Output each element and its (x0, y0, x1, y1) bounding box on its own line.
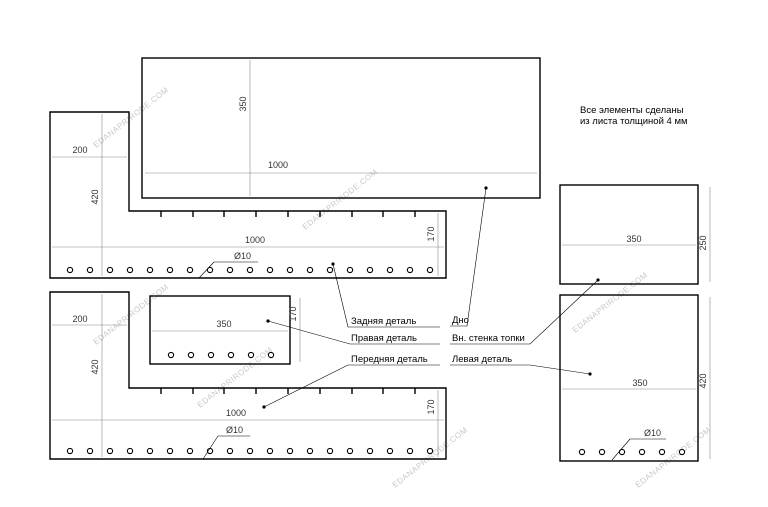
inner-wall-part: 350 250 (559, 184, 711, 285)
watermark: EDANAPRIRODE.COM (301, 167, 380, 231)
dim-200: 200 (72, 145, 87, 155)
holes-row (167, 351, 275, 359)
dim-420: 420 (90, 359, 100, 374)
dim-350: 350 (238, 96, 248, 111)
label-inner-wall: Вн. стенка топки (452, 333, 525, 344)
dim-420: 420 (698, 373, 708, 388)
label-right: Правая деталь (351, 333, 417, 344)
note-line2: из листа толщиной 4 мм (580, 116, 688, 127)
right-part: 350 170 (149, 295, 301, 365)
dim-350: 350 (626, 234, 641, 244)
dim-1000: 1000 (245, 235, 265, 245)
dim-250: 250 (698, 235, 708, 250)
label-back: Задняя деталь (351, 316, 416, 327)
dim-hole: Ø10 (226, 425, 243, 435)
watermark: EDANAPRIRODE.COM (196, 345, 275, 409)
watermarks: EDANAPRIRODE.COM EDANAPRIRODE.COM EDANAP… (92, 85, 713, 489)
watermark: EDANAPRIRODE.COM (571, 270, 650, 334)
watermark: EDANAPRIRODE.COM (391, 425, 470, 489)
label-left: Левая деталь (452, 354, 512, 365)
dim-170: 170 (288, 306, 298, 321)
leader-lines (263, 187, 599, 408)
dim-1000: 1000 (226, 408, 246, 418)
left-part: 350 420 Ø10 (559, 294, 711, 462)
dim-350: 350 (216, 319, 231, 329)
dim-420: 420 (90, 189, 100, 204)
watermark: EDANAPRIRODE.COM (92, 85, 171, 149)
label-front: Передняя деталь (351, 354, 428, 365)
dim-1000: 1000 (268, 160, 288, 170)
front-part: 200 420 1000 170 (49, 291, 447, 460)
holes-row (578, 448, 686, 456)
dim-hole: Ø10 (644, 428, 661, 438)
dim-hole: Ø10 (234, 251, 251, 261)
note: Все элементы сделаны из листа толщиной 4… (580, 105, 688, 127)
back-part: 200 420 1000 170 (49, 111, 447, 279)
dim-350: 350 (632, 378, 647, 388)
dim-200: 200 (72, 314, 87, 324)
holes-row (66, 447, 434, 455)
bottom-plate: 350 1000 (141, 57, 541, 199)
label-bottom: Дно (452, 315, 469, 326)
note-line1: Все элементы сделаны (580, 105, 684, 116)
dim-170: 170 (426, 399, 436, 414)
dim-170: 170 (426, 226, 436, 241)
holes-row (66, 266, 434, 274)
